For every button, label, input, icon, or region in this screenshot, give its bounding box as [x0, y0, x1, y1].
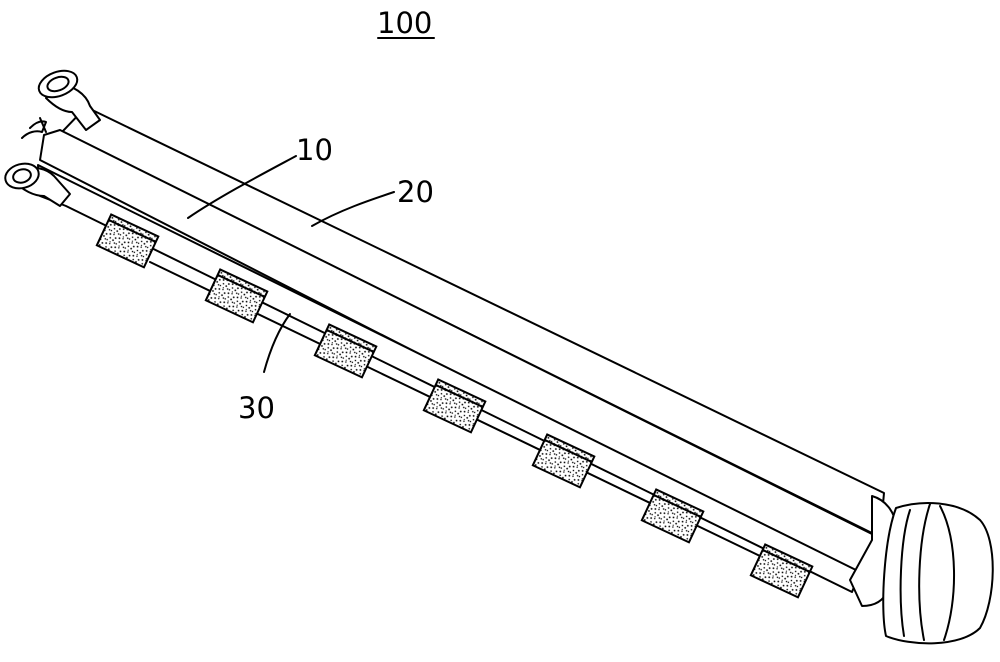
leader-20 — [312, 192, 394, 226]
top-tube — [35, 66, 884, 537]
middle-tube — [22, 118, 880, 582]
figure-number-text: 100 — [377, 6, 432, 40]
figure-number: 100 — [377, 6, 434, 40]
lower-tube-body — [38, 165, 860, 592]
top-tube-body — [62, 107, 884, 537]
end-cap — [850, 496, 993, 643]
label-20: 20 — [397, 175, 434, 209]
label-10: 10 — [296, 133, 333, 167]
end-cap-dome — [883, 503, 993, 643]
label-30: 30 — [238, 391, 275, 425]
middle-tube-body — [40, 130, 880, 582]
